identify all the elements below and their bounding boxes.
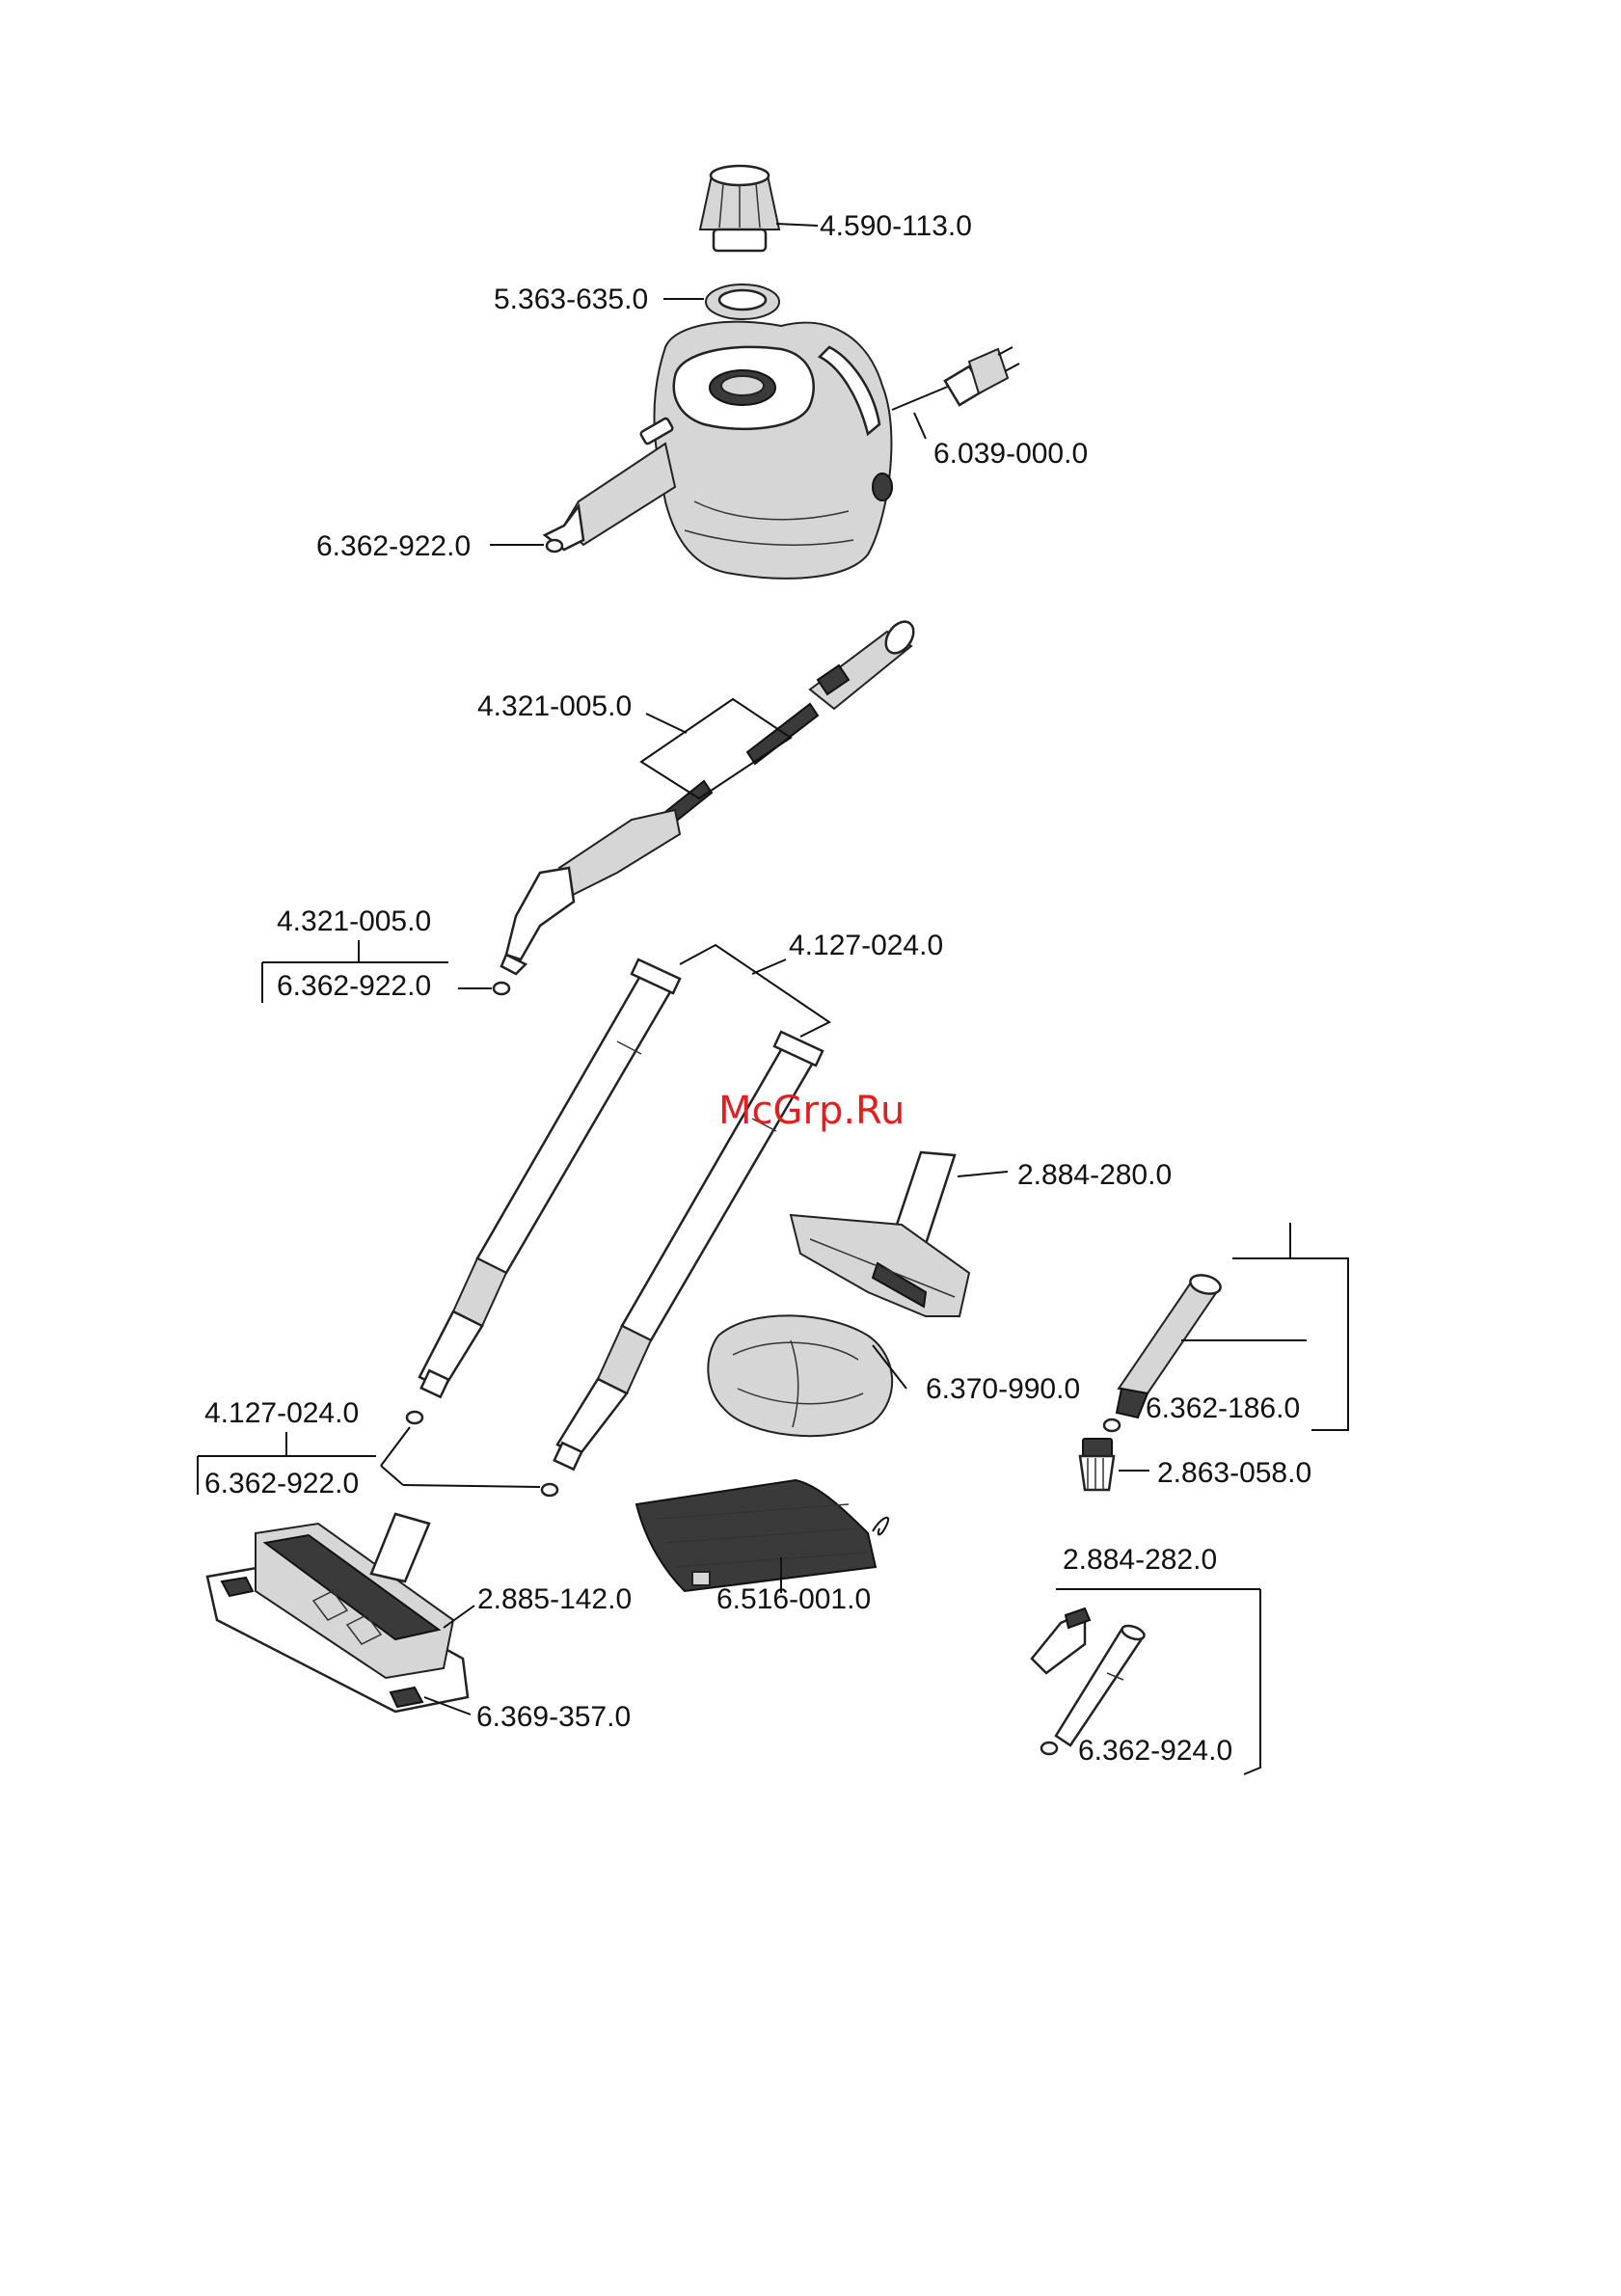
o-ring-tube-left <box>407 1412 422 1423</box>
label-cover: 6.370-990.0 <box>926 1373 1080 1405</box>
watermark: McGrp.Ru <box>718 1089 905 1133</box>
label-cloth: 6.369-357.0 <box>476 1701 631 1733</box>
label-tubes-top: 4.127-024.0 <box>789 930 943 961</box>
label-group-handle: 4.321-005.0 6.362-922.0 <box>262 905 509 1003</box>
label-handle-top: 4.321-005.0 <box>477 690 632 722</box>
label-nozzle-oring: 6.362-924.0 <box>1078 1735 1232 1767</box>
round-brush <box>1080 1439 1114 1490</box>
label-hand-nozzle: 2.884-280.0 <box>1017 1159 1172 1191</box>
label-cord: 6.039-000.0 <box>933 438 1088 470</box>
accessory-bag <box>636 1480 888 1591</box>
label-cap: 4.590-113.0 <box>820 210 972 242</box>
label-detail-oring: 6.362-186.0 <box>1146 1392 1300 1424</box>
o-ring-tube-right <box>542 1484 557 1496</box>
steam-cleaner-body <box>545 322 892 579</box>
label-nozzle-set: 2.884-282.0 <box>1063 1544 1217 1576</box>
o-ring-detail <box>1104 1419 1120 1431</box>
label-group-tubes: 4.127-024.0 6.362-922.0 <box>198 1397 557 1499</box>
label-seal: 5.363-635.0 <box>494 284 648 315</box>
power-nozzle <box>1032 1608 1090 1673</box>
handle-hose-top <box>747 616 919 764</box>
label-tubes-oring: 6.362-922.0 <box>204 1468 359 1499</box>
o-ring-body <box>547 540 562 552</box>
power-cord <box>892 347 1019 410</box>
label-handle-group: 4.321-005.0 <box>277 905 431 937</box>
label-o-ring-body: 6.362-922.0 <box>316 530 471 562</box>
o-ring-handle <box>494 983 509 994</box>
o-ring-nozzle <box>1041 1742 1057 1754</box>
hand-nozzle <box>791 1152 969 1316</box>
label-handle-oring: 6.362-922.0 <box>277 970 431 1002</box>
terry-cover <box>708 1315 892 1436</box>
seal-ring <box>706 284 779 319</box>
label-floor-nozzle: 2.885-142.0 <box>477 1583 632 1615</box>
label-tubes-group: 4.127-024.0 <box>204 1397 359 1429</box>
floor-nozzle <box>207 1514 468 1712</box>
label-brush: 2.863-058.0 <box>1157 1457 1311 1489</box>
label-bag: 6.516-001.0 <box>716 1583 871 1615</box>
handle-hose-bottom <box>501 781 712 974</box>
filler-cap <box>700 166 779 251</box>
